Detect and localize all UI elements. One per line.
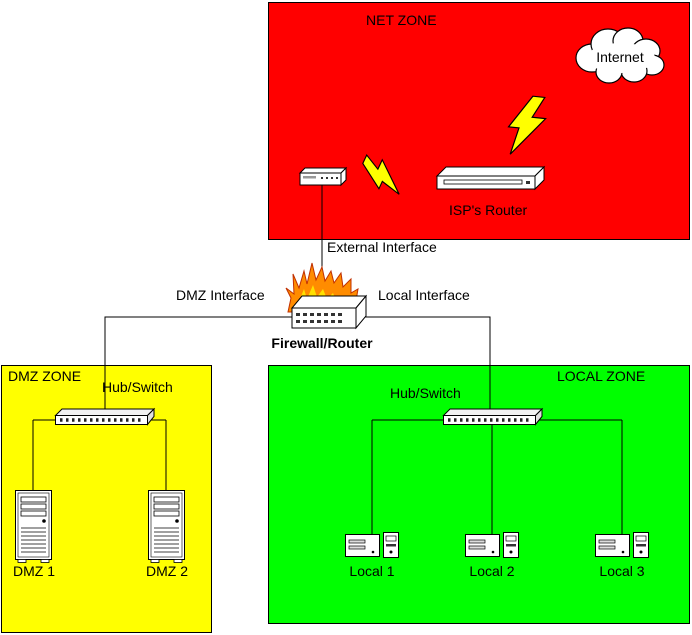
local-interface-label: Local Interface [378, 287, 470, 303]
isp-router-label: ISP's Router [449, 202, 528, 218]
local-zone [268, 365, 690, 624]
internet-label: Internet [596, 49, 644, 65]
dmz-zone [1, 365, 212, 633]
local3-label: Local 3 [599, 563, 645, 579]
local2-label: Local 2 [469, 563, 515, 579]
dmz-interface-label: DMZ Interface [176, 287, 265, 303]
flames-icon [285, 262, 364, 313]
dmz-zone-label: DMZ ZONE [8, 368, 82, 384]
net-zone-label: NET ZONE [366, 12, 437, 28]
dmz-hub-label: Hub/Switch [102, 379, 173, 395]
external-interface-label: External Interface [327, 239, 437, 255]
local-zone-label: LOCAL ZONE [557, 368, 646, 384]
local1-label: Local 1 [349, 563, 395, 579]
firewall-label: Firewall/Router [271, 335, 373, 351]
firewall-device [285, 262, 368, 330]
dmz2-label: DMZ 2 [146, 563, 188, 579]
dmz1-label: DMZ 1 [13, 563, 55, 579]
local-hub-label: Hub/Switch [390, 385, 461, 401]
